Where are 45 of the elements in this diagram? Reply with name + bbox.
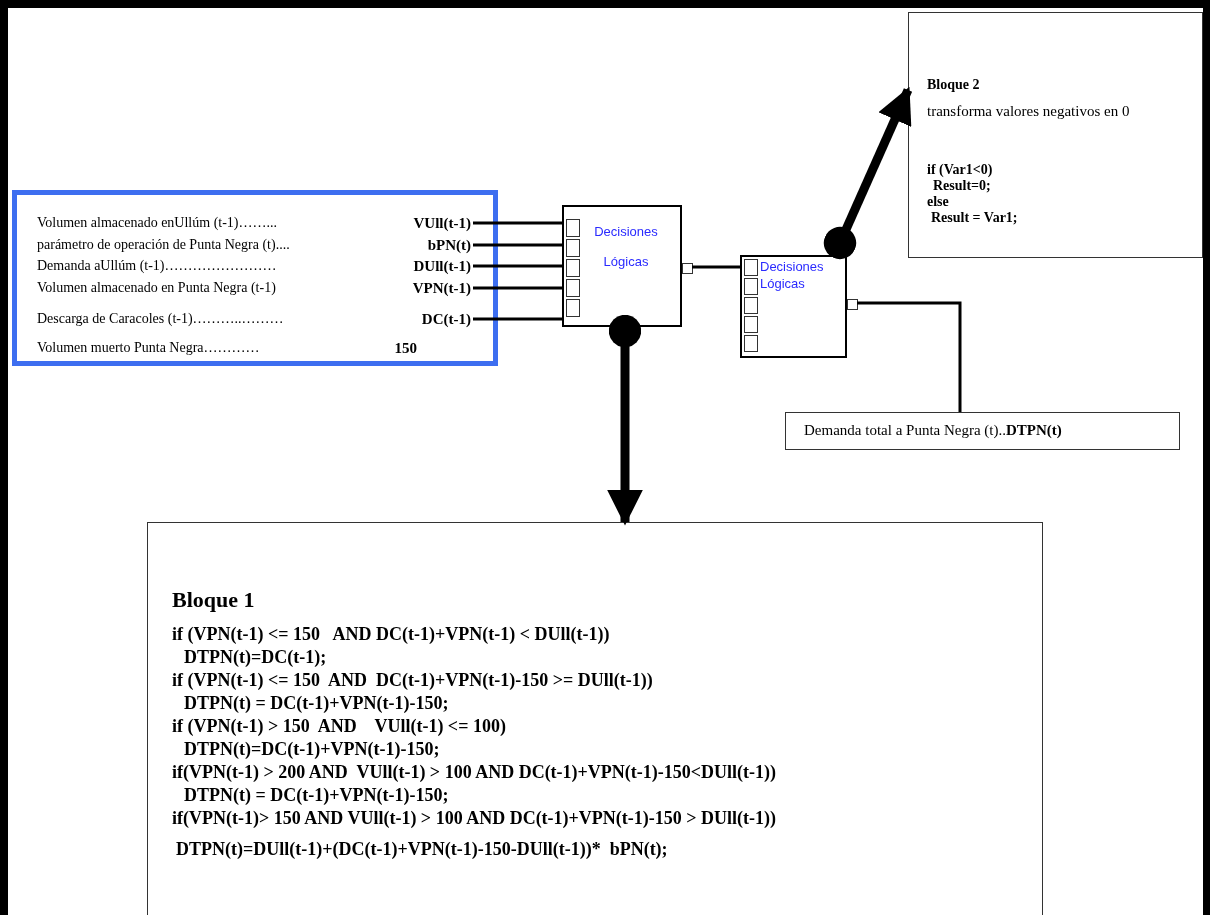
variable-name: VUll(t-1) (413, 214, 471, 232)
variable-name: 150 (394, 339, 417, 357)
block-title: Bloque 2 (927, 77, 981, 93)
code-line: else (927, 194, 950, 210)
connector-line (473, 264, 562, 268)
code-line: if (Var1<0) (927, 162, 994, 178)
arrow (823, 86, 913, 260)
output-box (785, 412, 1180, 450)
block-description: transforma valores negativos en 0 (927, 103, 1131, 120)
block-label: Decisiones Lógicas (593, 223, 659, 271)
connector-line (857, 301, 962, 412)
variable-name: VPN(t-1) (412, 279, 471, 297)
variable-description: parámetro de operación de Punta Negra (t).... (37, 237, 290, 253)
code-line: if (VPN(t-1) <= 150 AND DC(t-1)+VPN(t-1)-150 >= DUll(t-1)) (172, 669, 654, 692)
code-line: if(VPN(t-1) > 200 AND VUll(t-1) > 100 AND DC(t-1)+VPN(t-1)-150<DUll(t-1)) (172, 761, 778, 784)
variable-description: Demanda aUllúm (t-1)…………………… (37, 258, 277, 274)
code-block (908, 12, 1203, 258)
connector-line (473, 243, 562, 247)
code-line: DTPN(t)=DUll(t-1)+(DC(t-1)+VPN(t-1)-150-DUll(t-1))* bPN(t); (175, 838, 669, 861)
variable-description: Volumen muerto Punta Negra………… (37, 340, 260, 356)
code-block (147, 522, 1043, 915)
code-line: Result = Var1; (930, 210, 1019, 226)
code-line: DTPN(t) = DC(t-1)+VPN(t-1)-150; (183, 784, 450, 807)
variable-description: Volumen almacenado enUllúm (t-1)……... (37, 215, 278, 231)
variable-name: DC(t-1) (421, 310, 471, 328)
block-label: Decisiones Lógicas (760, 259, 825, 293)
variable-name: bPN(t) (427, 236, 471, 254)
output-label: Demanda total a Punta Negra (t)..DTPN(t) (803, 421, 1063, 439)
code-line: DTPN(t)=DC(t-1); (183, 646, 328, 669)
variable-description: Descarga de Caracoles (t-1)………..……… (37, 311, 284, 327)
block-title: Bloque 1 (172, 587, 256, 613)
input-panel (12, 190, 498, 366)
arrow (607, 314, 643, 526)
connector-line (473, 286, 562, 290)
variable-name: DUll(t-1) (413, 257, 471, 275)
connector-line (473, 317, 562, 321)
connector-line (473, 221, 562, 225)
code-line: Result=0; (932, 178, 992, 194)
code-line: if (VPN(t-1) <= 150 AND DC(t-1)+VPN(t-1) < DUll(t-1)) (172, 623, 611, 646)
variable-description: Volumen almacenado en Punta Negra (t-1) (37, 280, 276, 296)
code-line: DTPN(t)=DC(t-1)+VPN(t-1)-150; (183, 738, 441, 761)
connector-line (692, 265, 740, 269)
code-line: DTPN(t) = DC(t-1)+VPN(t-1)-150; (183, 692, 450, 715)
code-line: if (VPN(t-1) > 150 AND VUll(t-1) <= 100) (172, 715, 507, 738)
code-line: if(VPN(t-1)> 150 AND VUll(t-1) > 100 AND DC(t-1)+VPN(t-1)-150 > DUll(t-1)) (172, 807, 778, 830)
